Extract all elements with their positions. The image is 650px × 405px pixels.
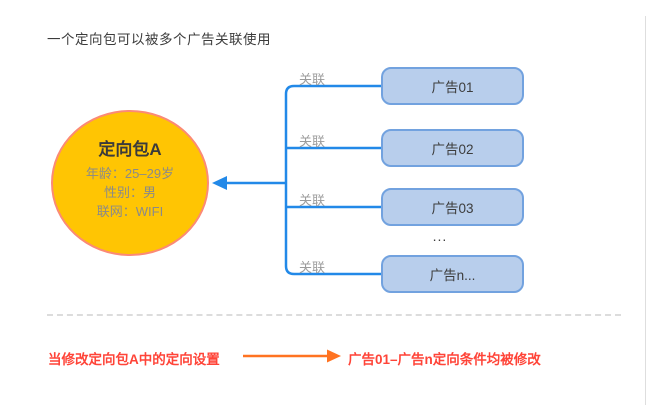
right-arrowhead-icon bbox=[327, 349, 341, 363]
ad-box-4: 广告n... bbox=[381, 255, 524, 293]
link-label-2: 关联 bbox=[299, 134, 326, 149]
link-label-1: 关联 bbox=[299, 72, 326, 87]
ad-box-2: 广告02 bbox=[381, 129, 524, 167]
left-arrowhead-icon bbox=[212, 176, 227, 190]
ad-box-label: 广告03 bbox=[431, 201, 474, 216]
ad-box-label: 广告n... bbox=[429, 268, 476, 283]
link-label-4: 关联 bbox=[299, 260, 326, 275]
package-attribute-network: 联网：WIFI bbox=[96, 204, 164, 219]
note-left-text: 当修改定向包A中的定向设置 bbox=[48, 352, 220, 367]
dashed-separator-line bbox=[47, 314, 621, 316]
link-label-3: 关联 bbox=[299, 193, 326, 208]
note-right-text: 广告01–广告n定向条件均被修改 bbox=[348, 352, 541, 367]
right-edge-border bbox=[645, 16, 646, 405]
package-attribute-gender: 性别：男 bbox=[103, 185, 156, 200]
ad-box-3: 广告03 bbox=[381, 188, 524, 226]
package-name: 定向包A bbox=[98, 140, 162, 159]
targeting-package-circle: 定向包A 年龄：25–29岁 性别：男 联网：WIFI bbox=[51, 110, 209, 256]
ad-box-label: 广告01 bbox=[431, 80, 474, 95]
ellipsis-text: ... bbox=[432, 228, 448, 244]
package-attribute-age: 年龄：25–29岁 bbox=[85, 166, 175, 181]
trunk-branch-line bbox=[284, 84, 381, 276]
page-title: 一个定向包可以被多个广告关联使用 bbox=[47, 32, 271, 47]
ad-box-1: 广告01 bbox=[381, 67, 524, 105]
ad-box-label: 广告02 bbox=[431, 142, 474, 157]
